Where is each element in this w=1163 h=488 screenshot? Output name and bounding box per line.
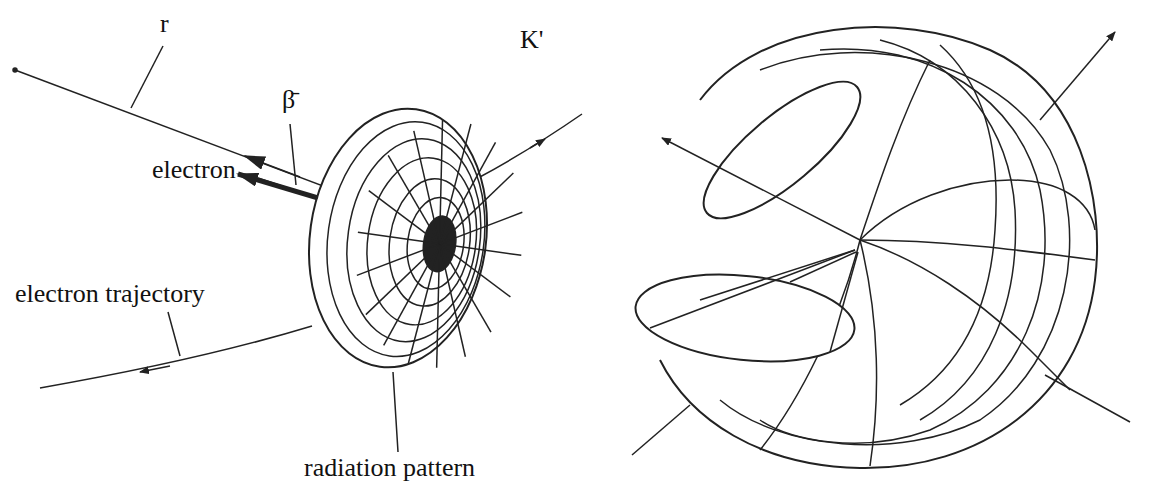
part-label: electron [152, 156, 236, 185]
axis-label: r [160, 10, 169, 39]
left-figure [13, 46, 582, 452]
part-label: radiation pattern [304, 454, 475, 483]
right-figure [631, 27, 1130, 468]
part-label: electron trajectory [15, 280, 205, 309]
velocity-label: β̄ [282, 86, 295, 115]
frame-label: K' [520, 26, 543, 55]
